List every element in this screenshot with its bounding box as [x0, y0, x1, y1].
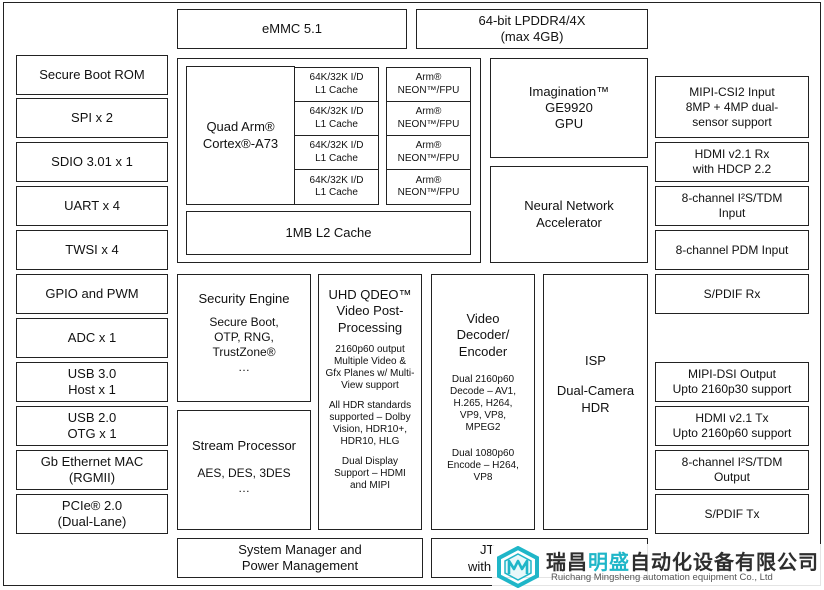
jtag-label-line1: JT: [480, 542, 495, 557]
secure-boot-rom-block: Secure Boot ROM: [16, 55, 168, 95]
system-manager-block: System Manager and Power Management: [177, 538, 423, 578]
hdmi-tx-block: HDMI v2.1 Tx Upto 2160p60 support: [655, 406, 809, 446]
neon-fpu-2: Arm® NEON™/FPU: [386, 101, 471, 136]
l2-cache-block: 1MB L2 Cache: [186, 211, 471, 255]
company-logo-icon: [497, 546, 539, 588]
video-codec-title: Video Decoder/ Encoder: [456, 311, 510, 359]
spi-block: SPI x 2: [16, 98, 168, 138]
neon-fpu-1: Arm® NEON™/FPU: [386, 67, 471, 102]
neon-fpu-3: Arm® NEON™/FPU: [386, 135, 471, 170]
usb2-block: USB 2.0 OTG x 1: [16, 406, 168, 446]
sdio-block: SDIO 3.01 x 1: [16, 142, 168, 182]
emmc-block: eMMC 5.1: [177, 9, 407, 49]
watermark-company-name: 瑞昌明盛自动化设备有限公司: [546, 546, 819, 575]
spdif-rx-block: S/PDIF Rx: [655, 274, 809, 314]
security-engine-features: Secure Boot, OTP, RNG, TrustZone® …: [209, 315, 279, 375]
adc-block: ADC x 1: [16, 318, 168, 358]
pdm-input-block: 8-channel PDM Input: [655, 230, 809, 270]
isp-block: ISP Dual-Camera HDR: [543, 274, 648, 530]
lpddr-block: 64-bit LPDDR4/4X (max 4GB): [416, 9, 648, 49]
gpio-pwm-block: GPIO and PWM: [16, 274, 168, 314]
video-encode-text: Dual 1080p60 Encode – H264, VP8: [447, 447, 519, 483]
qdeo-output-text: 2160p60 output Multiple Video & Gfx Plan…: [325, 343, 415, 391]
twsi-block: TWSI x 4: [16, 230, 168, 270]
security-engine-block: Security Engine Secure Boot, OTP, RNG, T…: [177, 274, 311, 402]
qdeo-hdr-text: All HDR standards supported – Dolby Visi…: [328, 399, 412, 447]
qdeo-display-text: Dual Display Support – HDMI and MIPI: [334, 455, 406, 491]
ethernet-block: Gb Ethernet MAC (RGMII): [16, 450, 168, 490]
npu-block: Neural Network Accelerator: [490, 166, 648, 263]
stream-processor-block: Stream Processor AES, DES, 3DES …: [177, 410, 311, 530]
qdeo-title: UHD QDEO™ Video Post- Processing: [328, 287, 412, 335]
mipi-dsi-block: MIPI-DSI Output Upto 2160p30 support: [655, 362, 809, 402]
video-decode-text: Dual 2160p60 Decode – AV1, H.265, H264, …: [450, 373, 516, 433]
isp-features: Dual-Camera HDR: [556, 383, 635, 415]
spdif-tx-block: S/PDIF Tx: [655, 494, 809, 534]
stream-processor-features: AES, DES, 3DES …: [197, 466, 291, 496]
qdeo-block: UHD QDEO™ Video Post- Processing 2160p60…: [318, 274, 422, 530]
l1-cache-3: 64K/32K I/D L1 Cache: [294, 135, 379, 170]
watermark-name-a: 瑞昌: [546, 550, 588, 574]
soc-outline: [3, 2, 821, 586]
pcie-block: PCIe® 2.0 (Dual-Lane): [16, 494, 168, 534]
watermark-backdrop: [492, 544, 824, 590]
watermark-company-english: Ruichang Mingsheng automation equipment …: [551, 572, 773, 583]
watermark-name-c: 自动化设备有限公司: [630, 550, 819, 574]
cpu-core-label: Quad Arm® Cortex®-A73: [186, 66, 295, 205]
mipi-csi2-block: MIPI-CSI2 Input 8MP + 4MP dual- sensor s…: [655, 76, 809, 138]
l1-cache-1: 64K/32K I/D L1 Cache: [294, 67, 379, 102]
i2s-output-block: 8-channel I²S/TDM Output: [655, 450, 809, 490]
stream-processor-title: Stream Processor: [191, 438, 297, 453]
l1-cache-2: 64K/32K I/D L1 Cache: [294, 101, 379, 136]
security-engine-title: Security Engine: [198, 291, 290, 306]
watermark-name-b: 明盛: [588, 550, 630, 574]
l1-cache-4: 64K/32K I/D L1 Cache: [294, 169, 379, 205]
video-codec-block: Video Decoder/ Encoder Dual 2160p60 Deco…: [431, 274, 535, 530]
isp-title: ISP: [585, 353, 606, 368]
hdmi-rx-block: HDMI v2.1 Rx with HDCP 2.2: [655, 142, 809, 182]
jtag-label-line2: with: [468, 559, 492, 574]
neon-fpu-4: Arm® NEON™/FPU: [386, 169, 471, 205]
i2s-input-block: 8-channel I²S/TDM Input: [655, 186, 809, 226]
uart-block: UART x 4: [16, 186, 168, 226]
usb3-block: USB 3.0 Host x 1: [16, 362, 168, 402]
gpu-block: Imagination™ GE9920 GPU: [490, 58, 648, 158]
